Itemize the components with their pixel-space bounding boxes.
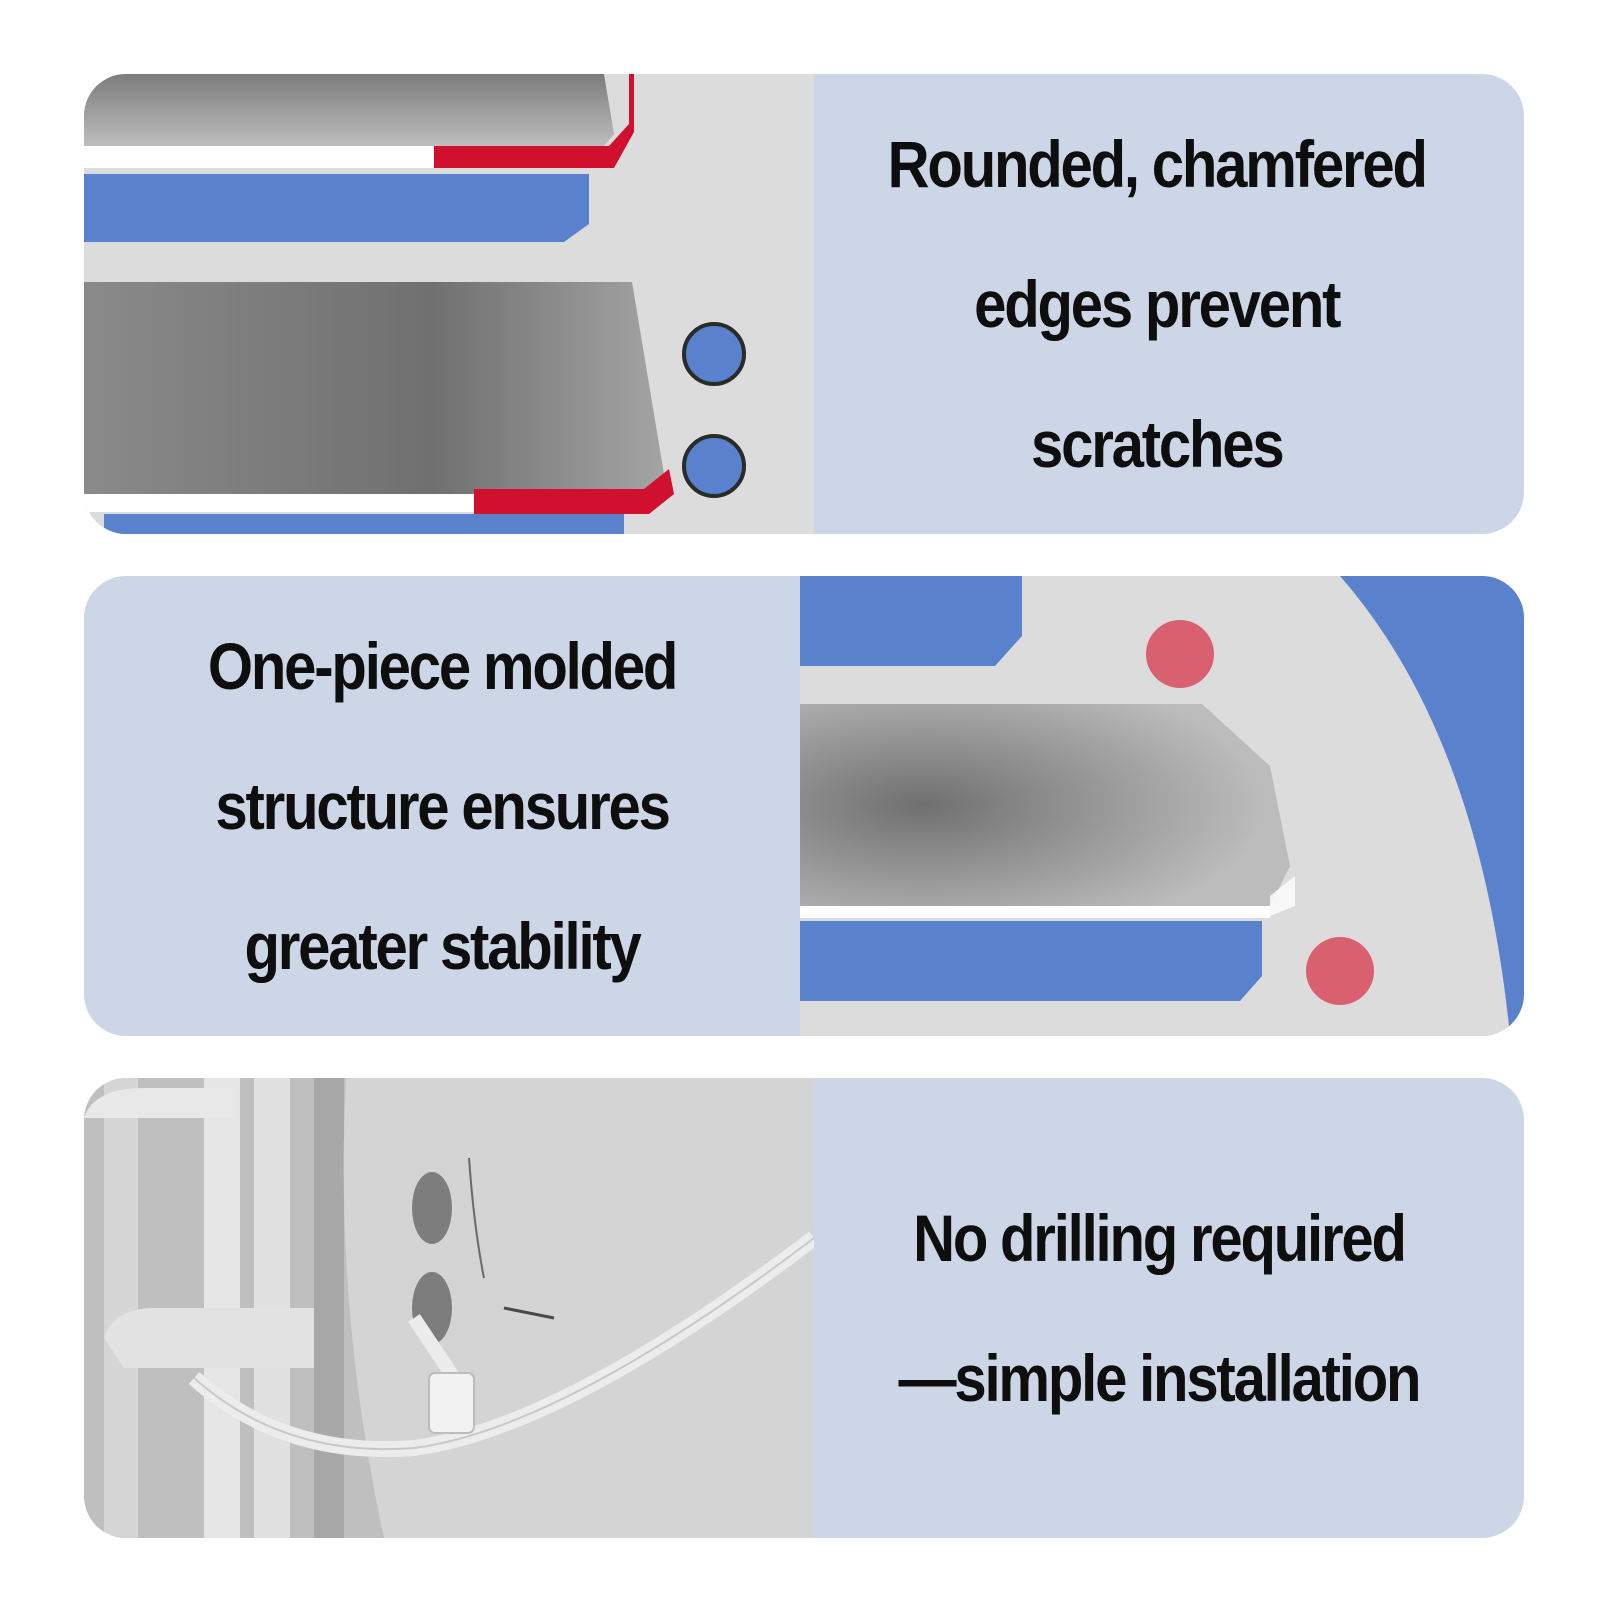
feature-card-chamfered-edges: Rounded, chamfered edges prevent scratch… [84, 74, 1524, 534]
caption-panel: Rounded, chamfered edges prevent scratch… [789, 74, 1524, 534]
feature-card-one-piece-molded: One-piece molded structure ensures great… [84, 576, 1524, 1036]
caption-panel: No drilling required —simple installatio… [794, 1078, 1524, 1538]
caption-line: No drilling required [913, 1201, 1407, 1275]
caption-line: —simple installation [898, 1341, 1422, 1415]
caption-line: edges prevent [973, 267, 1341, 341]
feature-caption-chamfered: Rounded, chamfered edges prevent scratch… [887, 94, 1427, 514]
cable-tie-installation-graphic [84, 1078, 814, 1538]
chamfered-edge-graphic [84, 74, 814, 534]
caption-line: Rounded, chamfered [887, 127, 1427, 201]
caption-line: structure ensures [215, 769, 670, 843]
caption-line: scratches [1030, 407, 1285, 481]
feature-caption-no-drilling: No drilling required —simple installatio… [898, 1168, 1422, 1448]
caption-line: greater stability [244, 909, 641, 983]
chamfered-edge-illustration [84, 74, 814, 534]
feature-caption-molded: One-piece molded structure ensures great… [207, 596, 678, 1016]
molded-structure-illustration [800, 576, 1524, 1036]
installation-illustration [84, 1078, 814, 1538]
caption-line: One-piece molded [207, 629, 678, 703]
feature-card-no-drilling: No drilling required —simple installatio… [84, 1078, 1524, 1538]
caption-panel: One-piece molded structure ensures great… [84, 576, 800, 1036]
molded-structure-graphic [800, 576, 1524, 1036]
